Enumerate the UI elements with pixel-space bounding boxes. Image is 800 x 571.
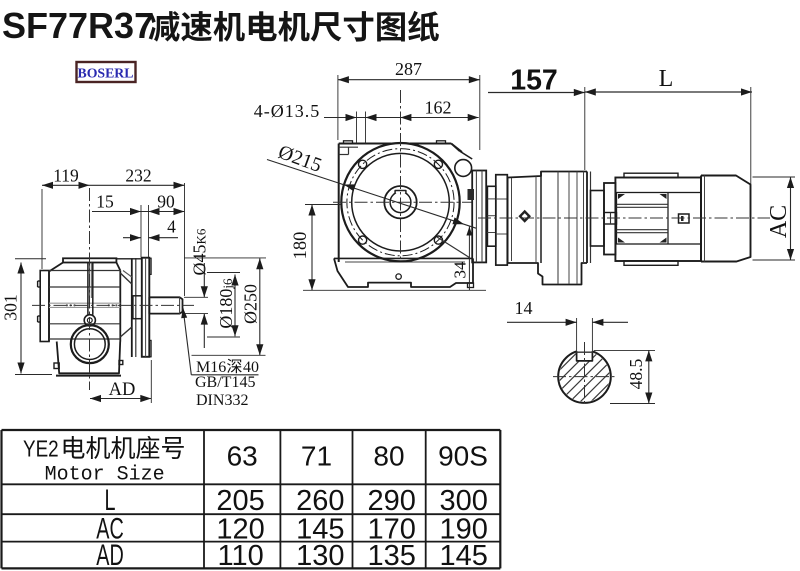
svg-text:145: 145 xyxy=(296,514,344,546)
svg-text:145: 145 xyxy=(440,540,488,571)
svg-text:90S: 90S xyxy=(438,441,488,472)
svg-text:71: 71 xyxy=(301,441,332,472)
svg-text:130: 130 xyxy=(296,540,344,571)
svg-text:GB/T145: GB/T145 xyxy=(195,374,255,391)
svg-text:Ø250: Ø250 xyxy=(241,284,261,324)
svg-text:Motor Size: Motor Size xyxy=(45,464,165,487)
svg-text:DIN332: DIN332 xyxy=(196,392,248,409)
svg-text:300: 300 xyxy=(440,485,488,517)
svg-text:135: 135 xyxy=(368,540,416,571)
svg-text:205: 205 xyxy=(216,485,264,517)
svg-text:AC: AC xyxy=(96,513,123,546)
svg-text:BOSERL: BOSERL xyxy=(78,66,134,81)
svg-text:301: 301 xyxy=(1,294,21,320)
svg-text:162: 162 xyxy=(425,98,452,118)
svg-text:48.5: 48.5 xyxy=(626,358,646,389)
svg-text:14: 14 xyxy=(515,298,533,318)
svg-text:120: 120 xyxy=(216,514,264,546)
svg-text:4-Ø13.5: 4-Ø13.5 xyxy=(254,101,321,121)
svg-text:L: L xyxy=(104,484,115,517)
svg-text:90: 90 xyxy=(157,192,175,212)
svg-text:SF77R37: SF77R37 xyxy=(2,5,154,46)
svg-text:4: 4 xyxy=(167,217,176,237)
svg-text:110: 110 xyxy=(217,540,263,571)
svg-text:170: 170 xyxy=(368,514,416,546)
svg-text:Ø180j6: Ø180j6 xyxy=(216,278,236,329)
svg-text:119: 119 xyxy=(53,166,79,186)
svg-text:L: L xyxy=(659,66,674,92)
svg-text:AD: AD xyxy=(109,380,136,400)
svg-text:180: 180 xyxy=(291,232,311,260)
svg-text:15: 15 xyxy=(96,192,114,212)
svg-text:157: 157 xyxy=(510,65,558,97)
svg-text:AD: AD xyxy=(96,539,123,571)
svg-text:Ø45K6: Ø45K6 xyxy=(190,228,210,275)
svg-text:63: 63 xyxy=(227,441,258,472)
svg-text:M16: M16 xyxy=(196,359,226,376)
svg-text:AC: AC xyxy=(766,205,792,238)
svg-text:40: 40 xyxy=(243,359,259,376)
svg-text:260: 260 xyxy=(296,485,344,517)
svg-text:80: 80 xyxy=(373,441,404,472)
svg-text:290: 290 xyxy=(368,485,416,517)
svg-text:190: 190 xyxy=(440,514,488,546)
svg-text:34: 34 xyxy=(451,261,470,279)
svg-text:232: 232 xyxy=(125,166,151,186)
svg-text:287: 287 xyxy=(395,59,422,79)
svg-text:YE2: YE2 xyxy=(23,437,59,462)
